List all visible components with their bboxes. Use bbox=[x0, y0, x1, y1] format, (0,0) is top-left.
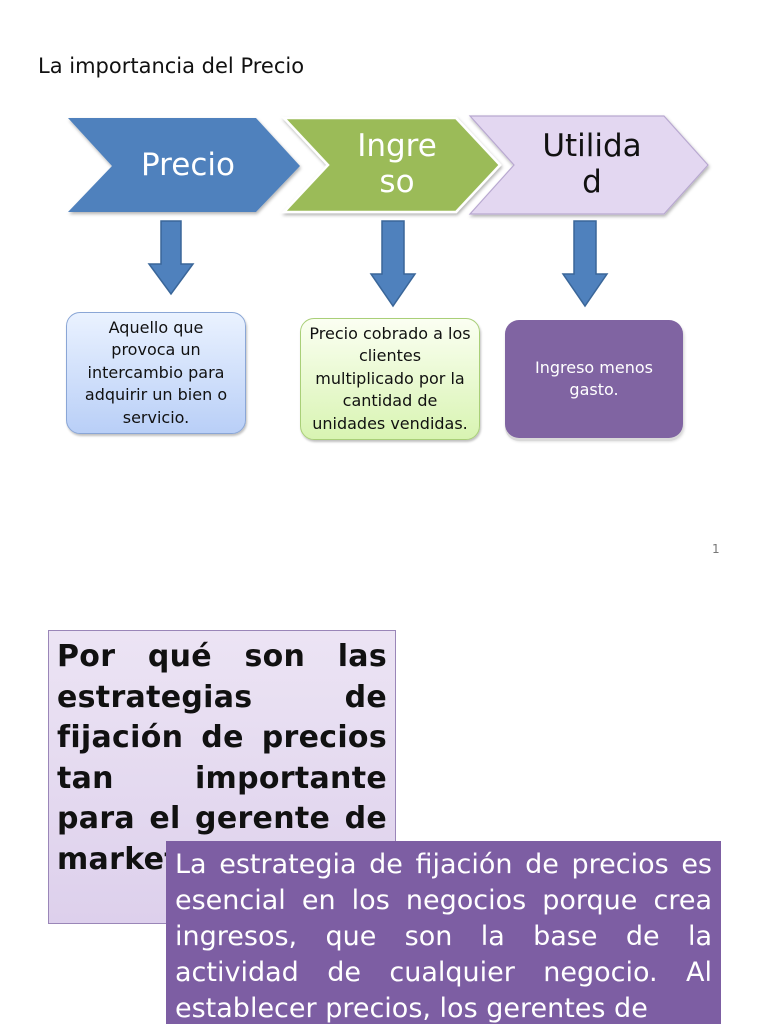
down-arrow-icon bbox=[147, 220, 195, 296]
down-arrow-icon bbox=[369, 220, 417, 308]
chevron-precio bbox=[68, 118, 300, 212]
chevron-process-diagram bbox=[68, 115, 709, 215]
chevron-text-precio: Precio bbox=[141, 147, 235, 184]
definition-text-ingreso: Precio cobrado a los clientes multiplica… bbox=[309, 324, 471, 433]
page-number: 1 bbox=[712, 542, 720, 556]
chevron-ingreso bbox=[281, 116, 502, 214]
page-title: La importancia del Precio bbox=[38, 54, 305, 78]
definition-box-utilidad: Ingreso menos gasto. bbox=[505, 320, 683, 438]
definition-box-ingreso: Precio cobrado a los clientes multiplica… bbox=[300, 318, 480, 440]
chevron-text-utilidad: Utilida d bbox=[542, 128, 642, 200]
definition-text-precio: Aquello que provoca un intercambio para … bbox=[84, 318, 228, 427]
chevron-label-utilidad: Utilida d bbox=[530, 118, 654, 212]
answer-box: La estrategia de fijación de precios es … bbox=[166, 841, 721, 1024]
chevron-utilidad bbox=[468, 115, 709, 215]
definition-box-precio: Aquello que provoca un intercambio para … bbox=[66, 312, 246, 434]
chevron-text-ingreso: Ingre so bbox=[357, 128, 437, 200]
chevron-label-precio: Precio bbox=[100, 120, 276, 212]
down-arrow-icon bbox=[561, 220, 609, 308]
chevron-label-ingreso: Ingre so bbox=[330, 118, 464, 212]
answer-text: La estrategia de fijación de precios es … bbox=[175, 849, 712, 1024]
definition-text-utilidad: Ingreso menos gasto. bbox=[535, 357, 653, 399]
